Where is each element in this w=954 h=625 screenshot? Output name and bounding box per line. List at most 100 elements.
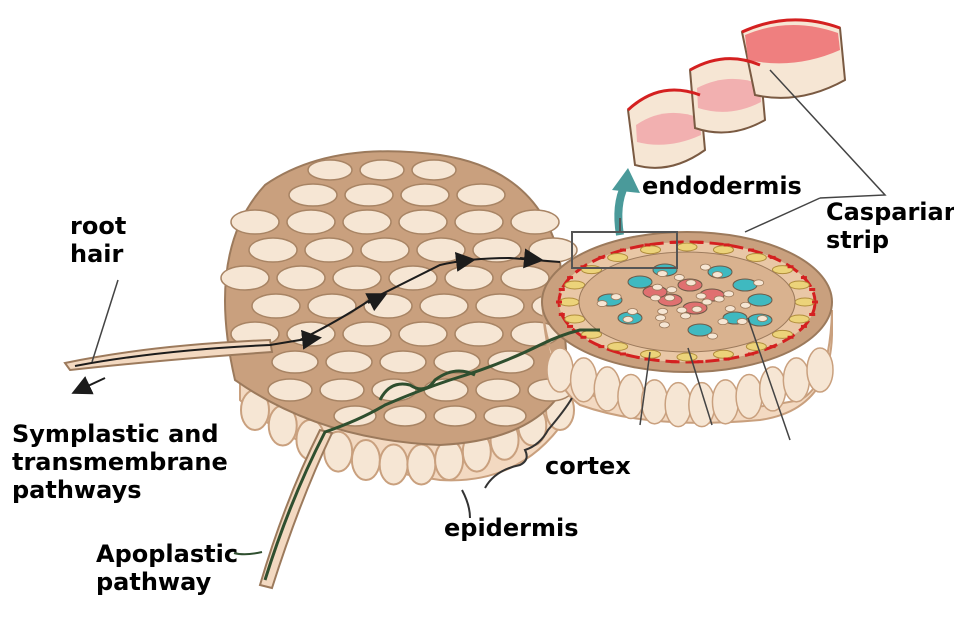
pericycle-cell <box>677 243 697 251</box>
cortex-cell <box>361 238 409 262</box>
cortex-cell <box>476 294 524 318</box>
label-symplastic-line3: pathways <box>12 476 228 504</box>
cortex-cell <box>476 379 520 401</box>
epidermis-cell <box>380 444 408 484</box>
endodermis-cells-detail <box>628 20 845 168</box>
phloem-cell <box>628 276 652 288</box>
stele-cell <box>724 291 734 297</box>
stele-cell <box>702 299 712 305</box>
cortex-cell <box>399 210 447 234</box>
cortex-cell <box>277 266 325 290</box>
cortex-cell <box>384 406 426 426</box>
cortex-cell <box>364 294 412 318</box>
pericycle-cell <box>789 315 809 323</box>
cortex-cell <box>221 266 269 290</box>
stele-cell <box>718 319 728 325</box>
cortex-cell <box>445 266 493 290</box>
pericycle-cell <box>746 254 766 262</box>
stele-cell <box>611 294 621 300</box>
cortex-cell <box>249 238 297 262</box>
stele-cell <box>700 264 710 270</box>
stele-cell <box>681 313 691 319</box>
label-root-hair-line1: root <box>70 212 126 240</box>
stele-cell <box>652 284 662 290</box>
stele-cell <box>657 271 667 277</box>
phloem-cell <box>748 294 772 306</box>
label-symplastic-line1: Symplastic and <box>12 420 228 448</box>
stele-cell <box>757 315 767 321</box>
epidermis-cell <box>665 383 691 427</box>
cortex-cell <box>308 160 352 180</box>
label-endodermis: endodermis <box>642 172 802 200</box>
pericycle-cell <box>641 246 661 254</box>
cortex-cell <box>231 210 279 234</box>
cortex-cell <box>252 294 300 318</box>
pericycle-cell <box>713 350 733 358</box>
cortex-cell <box>399 322 447 346</box>
label-symplastic-line2: transmembrane <box>12 448 228 476</box>
pericycle-cell <box>608 342 628 350</box>
cortex-cell <box>305 238 353 262</box>
pericycle-cell <box>713 246 733 254</box>
cortex-cell <box>380 351 426 373</box>
cortex-cell <box>287 210 335 234</box>
stele-cell <box>740 302 750 308</box>
epidermis-cell <box>547 348 573 392</box>
label-root-hair: root hair <box>70 212 126 268</box>
cortex-cell <box>334 406 376 426</box>
cortex-cell <box>320 379 364 401</box>
stele-cell <box>658 308 668 314</box>
cortex-cell <box>455 210 503 234</box>
epidermis-cell <box>435 440 463 480</box>
epidermis-cell <box>352 440 380 480</box>
stele-cell <box>737 318 747 324</box>
cortex-cell <box>333 266 381 290</box>
cortex-cell <box>417 238 465 262</box>
epidermis-cell <box>736 374 762 418</box>
stele-cell <box>686 280 696 286</box>
phloem-cell <box>733 279 757 291</box>
label-apoplastic-line1: Apoplastic <box>96 540 238 568</box>
cortex-block <box>221 151 580 445</box>
cortex-cell <box>488 351 534 373</box>
epidermis-cell <box>407 444 435 484</box>
cortex-cell <box>268 379 312 401</box>
cortex-cell <box>360 160 404 180</box>
label-casparian-line1: Casparian <box>826 198 954 226</box>
cortex-cell <box>420 294 468 318</box>
label-apoplastic: Apoplastic pathway <box>96 540 238 596</box>
stele-cell <box>708 333 718 339</box>
pericycle-cell <box>565 281 585 289</box>
stele-cell <box>665 295 675 301</box>
cortex-cell <box>412 160 456 180</box>
epidermis-cell <box>594 367 620 411</box>
epidermis-cell <box>712 380 738 424</box>
label-epidermis: epidermis <box>444 514 579 542</box>
pericycle-cell <box>641 350 661 358</box>
stele-cell <box>712 272 722 278</box>
pericycle-cell <box>789 281 809 289</box>
cortex-cell <box>501 266 549 290</box>
cortex-cell <box>272 351 318 373</box>
cortex-cell <box>401 184 449 206</box>
cortex-cell <box>434 406 476 426</box>
apoplastic-pointer <box>234 552 262 554</box>
cortex-cell <box>529 238 577 262</box>
stele-cell <box>714 296 724 302</box>
cortex-cell <box>343 210 391 234</box>
pericycle-cell <box>608 254 628 262</box>
stele-cell <box>677 307 687 313</box>
epidermis-cell <box>571 358 597 402</box>
cortex-cell <box>457 184 505 206</box>
cortex-cell <box>343 322 391 346</box>
cortex-cell <box>455 322 503 346</box>
stele-cell <box>754 280 764 286</box>
teal-arrow <box>612 168 640 235</box>
stele-cell <box>651 295 661 301</box>
label-casparian-line2: strip <box>826 226 954 254</box>
label-casparian-strip: Casparian strip <box>826 198 954 254</box>
cortex-cell <box>289 184 337 206</box>
stele-cell <box>627 308 637 314</box>
cortex-cell <box>511 210 559 234</box>
